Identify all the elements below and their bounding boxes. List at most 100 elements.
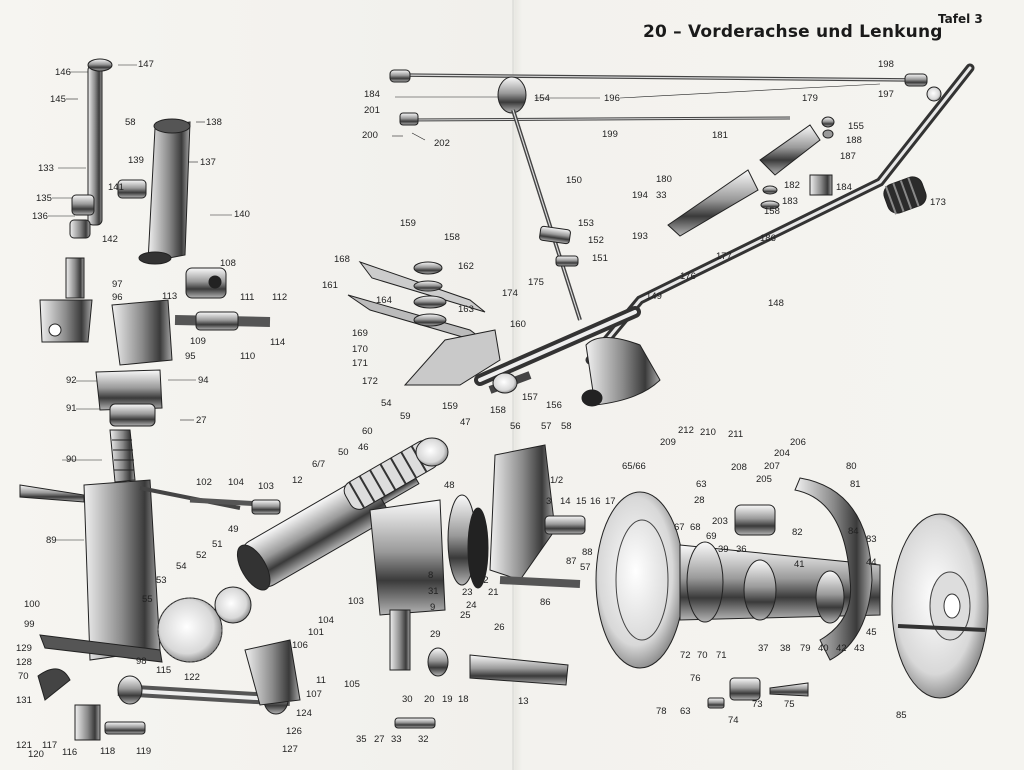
part-label-180: 180 (656, 174, 672, 185)
part-label-193: 193 (632, 231, 648, 242)
part-label-117: 117 (42, 740, 58, 751)
part-label-67: 67 (674, 522, 685, 533)
part-label-51: 51 (212, 539, 223, 550)
part-label-81: 81 (850, 479, 861, 490)
part-label-156: 156 (546, 400, 562, 411)
part-label-207: 207 (764, 461, 780, 472)
plate-number: Tafel 3 (938, 12, 983, 26)
part-label-151: 151 (592, 253, 608, 264)
part-label-85: 85 (896, 710, 907, 721)
part-label-87: 87 (566, 556, 577, 567)
part-label-198: 198 (878, 59, 894, 70)
part-label-122: 122 (184, 672, 200, 683)
part-label-52: 52 (196, 550, 207, 561)
part-label-97: 97 (112, 279, 123, 290)
part-label-196: 196 (604, 93, 620, 104)
part-label-31: 31 (428, 586, 439, 597)
part-label-47: 47 (460, 417, 471, 428)
part-label-186: 186 (760, 233, 776, 244)
part-label-128: 128 (16, 657, 32, 668)
part-label-103a: 103 (258, 481, 274, 492)
part-label-205: 205 (756, 474, 772, 485)
part-label-70b: 70 (697, 650, 708, 661)
part-label-184b: 184 (836, 182, 852, 193)
part-label-48: 48 (444, 480, 455, 491)
part-label-83: 83 (866, 534, 877, 545)
part-label-162: 162 (458, 261, 474, 272)
part-label-139: 139 (128, 155, 144, 166)
part-label-157: 157 (522, 392, 538, 403)
part-label-135: 135 (36, 193, 52, 204)
part-label-200: 200 (362, 130, 378, 141)
part-label-147: 147 (138, 59, 154, 70)
part-label-58a: 58 (125, 117, 136, 128)
part-label-148: 148 (768, 298, 784, 309)
part-label-27a: 27 (196, 415, 207, 426)
part-label-161: 161 (322, 280, 338, 291)
part-label-152: 152 (588, 235, 604, 246)
part-label-59: 59 (400, 411, 411, 422)
part-label-14: 14 (560, 496, 571, 507)
part-label-12b: 1/2 (550, 475, 564, 486)
part-label-89: 89 (46, 535, 57, 546)
part-label-194: 194 (632, 190, 648, 201)
part-label-69: 69 (706, 531, 717, 542)
part-label-171: 171 (352, 358, 368, 369)
part-label-53: 53 (156, 575, 167, 586)
part-label-120: 120 (28, 749, 44, 760)
part-label-141: 141 (108, 182, 124, 193)
part-label-127: 127 (282, 744, 298, 755)
part-label-164: 164 (376, 295, 392, 306)
part-label-3: 3 (546, 496, 552, 507)
part-label-12: 12 (292, 475, 303, 486)
part-label-94: 94 (198, 375, 209, 386)
part-label-72: 72 (680, 650, 691, 661)
part-label-183: 183 (782, 196, 798, 207)
part-label-24: 24 (466, 600, 477, 611)
part-label-44: 44 (866, 557, 877, 568)
part-label-43: 43 (854, 643, 865, 654)
part-label-208: 208 (731, 462, 747, 473)
part-label-158b: 158 (444, 232, 460, 243)
part-label-177: 177 (716, 251, 732, 262)
part-label-42: 42 (836, 643, 847, 654)
part-label-17: 17 (605, 496, 616, 507)
part-label-131: 131 (16, 695, 32, 706)
part-label-209: 209 (660, 437, 676, 448)
part-label-121: 121 (16, 740, 32, 751)
part-label-173: 173 (930, 197, 946, 208)
diagram-title: 20 – Vorderachse und Lenkung (643, 22, 943, 42)
part-label-140: 140 (234, 209, 250, 220)
part-label-78: 78 (656, 706, 667, 717)
part-label-68: 68 (690, 522, 701, 533)
part-label-129: 129 (16, 643, 32, 654)
part-label-106: 106 (292, 640, 308, 651)
part-label-29: 29 (430, 629, 441, 640)
part-label-104a: 104 (228, 477, 244, 488)
part-label-617: 6/7 (312, 459, 326, 470)
part-label-95: 95 (185, 351, 196, 362)
part-label-201: 201 (364, 105, 380, 116)
part-label-50: 50 (338, 447, 349, 458)
part-label-199: 199 (602, 129, 618, 140)
part-label-96: 96 (112, 292, 123, 303)
part-label-202: 202 (434, 138, 450, 149)
part-label-16: 16 (590, 496, 601, 507)
part-label-204: 204 (774, 448, 790, 459)
part-label-46: 46 (358, 442, 369, 453)
part-label-159b: 159 (442, 401, 458, 412)
part-label-54b: 54 (176, 561, 187, 572)
part-label-203: 203 (712, 516, 728, 527)
part-label-63b: 63 (680, 706, 691, 717)
part-label-32: 32 (418, 734, 429, 745)
part-label-80: 80 (846, 461, 857, 472)
part-label-163: 163 (458, 304, 474, 315)
part-label-76: 76 (690, 673, 701, 684)
part-label-181: 181 (712, 130, 728, 141)
part-label-45: 45 (866, 627, 877, 638)
part-label-159a: 159 (400, 218, 416, 229)
part-label-23: 23 (462, 587, 473, 598)
part-label-60: 60 (362, 426, 373, 437)
part-label-8: 8 (428, 570, 434, 581)
